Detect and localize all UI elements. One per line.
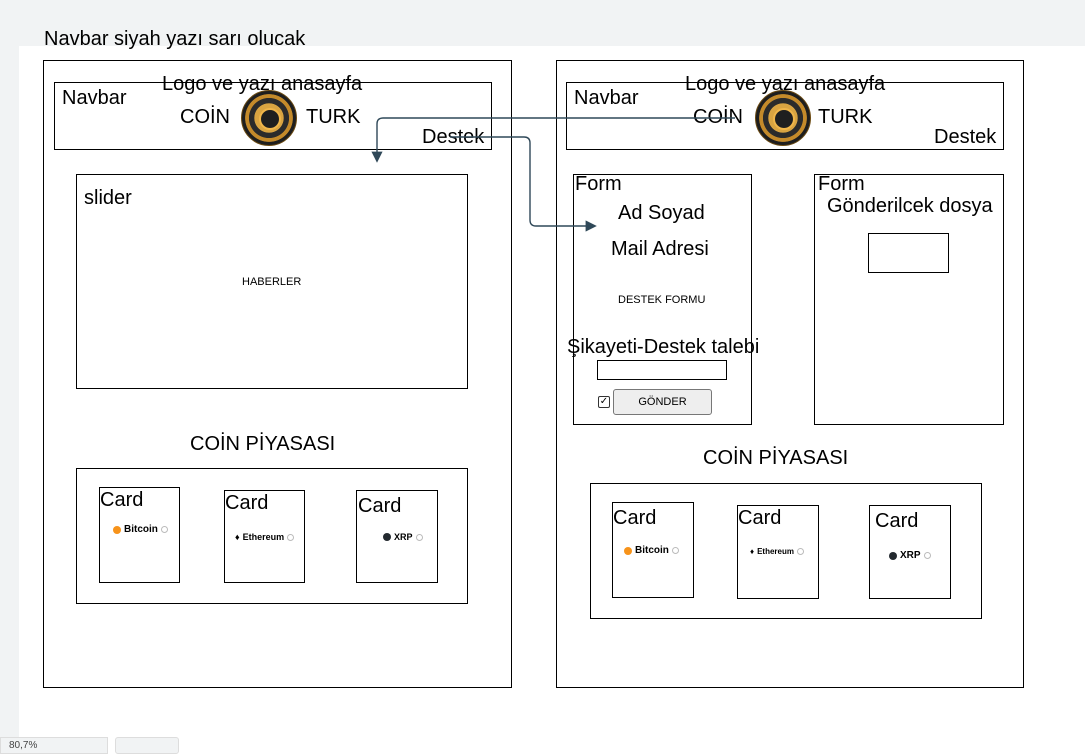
name-field[interactable]: Ad Soyad bbox=[618, 202, 705, 224]
destek-to-form-arrow bbox=[450, 136, 597, 232]
complaint-label: Şikayeti-Destek talebi bbox=[567, 336, 760, 358]
coin-name: XRP bbox=[900, 550, 921, 561]
right-brand-left: COİN bbox=[693, 106, 743, 128]
ethereum-icon: ♦ bbox=[750, 547, 755, 556]
coin-name: Bitcoin bbox=[635, 545, 669, 556]
coin-name: XRP bbox=[394, 532, 413, 542]
canvas-area bbox=[19, 46, 1085, 754]
left-slider-content: HABERLER bbox=[242, 276, 302, 288]
left-page-frame bbox=[43, 60, 512, 688]
upload-title: Gönderilcek dosya bbox=[827, 195, 993, 217]
left-navbar-title: Logo ve yazı anasayfa bbox=[162, 73, 363, 95]
bitcoin-icon bbox=[113, 525, 121, 534]
left-chip-bitcoin: Bitcoin bbox=[113, 524, 168, 535]
right-chip-ethereum: ♦ Ethereum bbox=[750, 547, 804, 556]
upload-form-label: Form bbox=[818, 173, 865, 195]
submit-button[interactable]: GÖNDER bbox=[613, 389, 712, 415]
right-market-heading: COİN PİYASASI bbox=[703, 447, 849, 469]
info-icon bbox=[797, 548, 804, 555]
right-brand-right: TURK bbox=[818, 106, 873, 128]
info-icon bbox=[287, 533, 295, 541]
left-band bbox=[0, 46, 19, 754]
zoom-toolbar[interactable]: 80,7% bbox=[0, 737, 108, 754]
complaint-input[interactable] bbox=[597, 360, 727, 380]
left-coin-logo-icon[interactable] bbox=[241, 90, 297, 146]
left-market-container bbox=[76, 468, 468, 604]
coin-name: Bitcoin bbox=[124, 524, 158, 535]
right-coin-logo-icon[interactable] bbox=[755, 90, 811, 146]
right-chip-xrp: XRP bbox=[889, 550, 931, 561]
left-brand-right: TURK bbox=[306, 106, 361, 128]
left-chip-ethereum: ♦ Ethereum bbox=[235, 532, 295, 542]
right-navbar-label: Navbar bbox=[574, 87, 639, 109]
coin-name: Ethereum bbox=[242, 532, 285, 542]
right-card-xrp[interactable] bbox=[869, 505, 951, 599]
left-navbar[interactable] bbox=[54, 82, 492, 150]
note-text: Navbar siyah yazı sarı olucak bbox=[44, 28, 306, 50]
left-brand-left: COİN bbox=[180, 106, 230, 128]
right-card-label: Card bbox=[738, 507, 782, 529]
consent-checkbox[interactable]: ✓ bbox=[598, 396, 610, 408]
right-destek-link[interactable]: Destek bbox=[934, 126, 997, 148]
upload-form bbox=[814, 174, 1004, 425]
xrp-icon bbox=[383, 533, 391, 541]
left-card-xrp[interactable] bbox=[356, 490, 438, 583]
zoom-level: 80,7% bbox=[9, 740, 38, 751]
mail-field[interactable]: Mail Adresi bbox=[611, 238, 709, 260]
navbar-link-arrow bbox=[371, 117, 735, 163]
file-dropzone[interactable] bbox=[868, 233, 949, 273]
right-navbar-title: Logo ve yazı anasayfa bbox=[685, 73, 886, 95]
right-market-container bbox=[590, 483, 982, 619]
bitcoin-icon bbox=[624, 546, 632, 555]
right-card-bitcoin[interactable] bbox=[612, 502, 694, 598]
right-chip-bitcoin: Bitcoin bbox=[624, 545, 679, 556]
support-form bbox=[573, 174, 752, 425]
ethereum-icon: ♦ bbox=[235, 532, 240, 542]
left-card-label: Card bbox=[358, 495, 402, 517]
right-navbar[interactable] bbox=[566, 82, 1004, 150]
left-card-label: Card bbox=[225, 492, 269, 514]
left-chip-xrp: XRP bbox=[383, 532, 423, 542]
top-band bbox=[0, 0, 1085, 46]
right-page-frame bbox=[556, 60, 1024, 688]
info-icon bbox=[160, 526, 168, 533]
coin-name: Ethereum bbox=[757, 547, 794, 556]
left-slider-label: slider bbox=[84, 187, 132, 209]
left-card-ethereum[interactable] bbox=[224, 490, 305, 583]
undo-redo-toolbar[interactable] bbox=[115, 737, 179, 754]
info-icon bbox=[415, 533, 423, 541]
left-navbar-label: Navbar bbox=[62, 87, 127, 109]
left-card-bitcoin[interactable] bbox=[99, 487, 180, 583]
xrp-icon bbox=[889, 551, 897, 560]
info-icon bbox=[923, 552, 931, 559]
left-market-heading: COİN PİYASASI bbox=[190, 433, 336, 455]
left-card-label: Card bbox=[100, 489, 144, 511]
support-form-label: Form bbox=[575, 173, 622, 195]
right-card-ethereum[interactable] bbox=[737, 505, 819, 599]
left-slider[interactable] bbox=[76, 174, 468, 389]
form-caption: DESTEK FORMU bbox=[618, 294, 706, 306]
info-icon bbox=[671, 547, 679, 554]
right-card-label: Card bbox=[875, 510, 919, 532]
right-card-label: Card bbox=[613, 507, 657, 529]
